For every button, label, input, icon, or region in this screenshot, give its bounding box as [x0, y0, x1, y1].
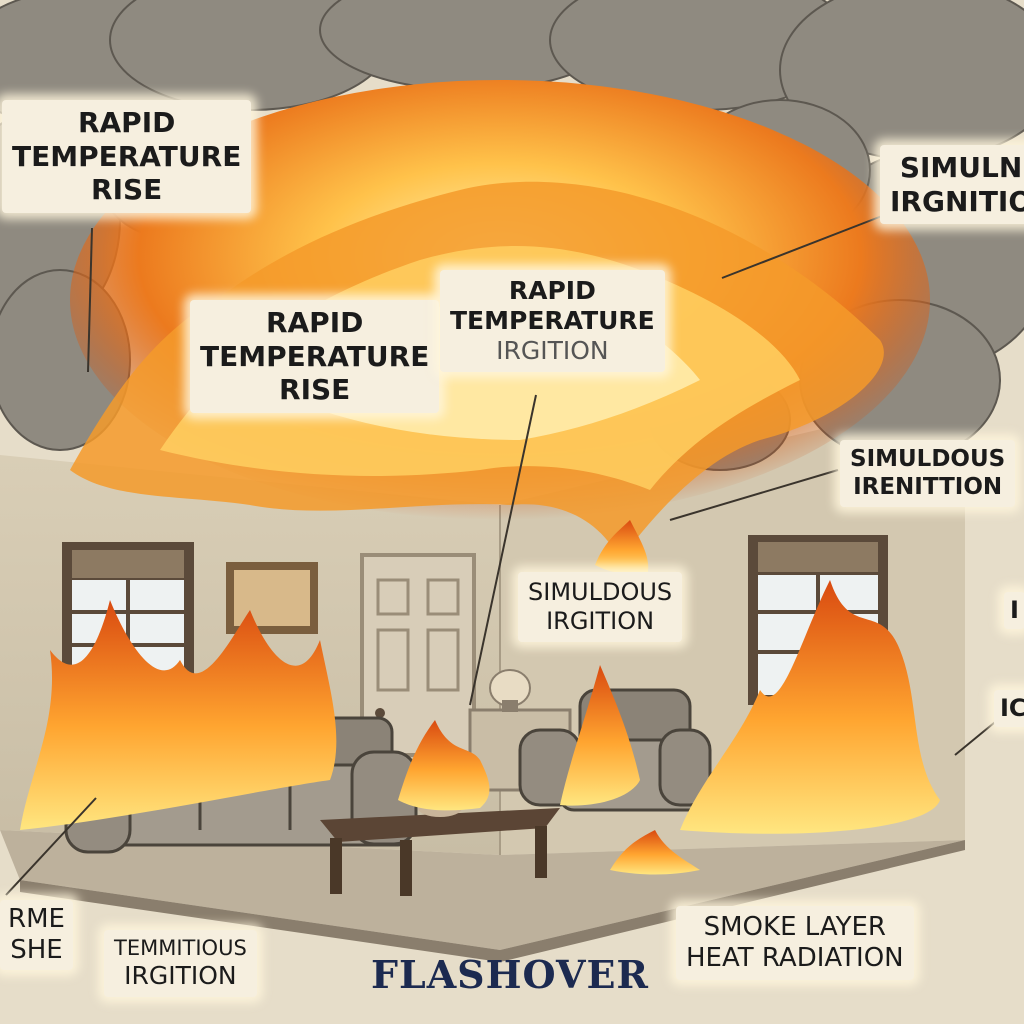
label-bottom-right-line2: HEAT RADIATION [686, 943, 904, 974]
label-edge-right-b-text: IC [1000, 694, 1024, 722]
wall-picture [226, 562, 318, 634]
label-center-left-line1: RAPID [265, 306, 364, 339]
label-bottom-left-line2: IRGITION [124, 961, 237, 991]
label-top-right: SIMULN IRGNITIO [880, 145, 1024, 225]
coffee-table [320, 799, 560, 896]
label-center-mid-line2: IRGITION [546, 606, 655, 635]
label-edge-right-a: I [1004, 592, 1024, 629]
pointer-lines [5, 215, 1001, 896]
label-mid-right-line1: SIMULDOUS [850, 446, 1006, 472]
label-center-right-line1: RAPID [508, 276, 596, 305]
floor [0, 830, 965, 950]
label-center-left-line2: TEMPERATURE [200, 339, 430, 373]
label-center-left: RAPID TEMPERATURE RISE [190, 300, 440, 413]
label-top-left-line1: RAPID [77, 106, 176, 139]
label-bottom-right: SMOKE LAYER HEAT RADIATION [676, 906, 914, 981]
label-top-right-line2: IRGNITIO [890, 184, 1024, 218]
label-bottom-left-partial-line1: RME [8, 904, 65, 934]
label-edge-right-b: IC [994, 690, 1024, 727]
label-center-right: RAPID TEMPERATURE IRGITION [440, 270, 665, 372]
label-mid-right: SIMULDOUS IRENITTION [840, 440, 1016, 508]
label-bottom-left-partial-line2: SHE [10, 935, 63, 966]
label-center-left-line3: RISE [279, 373, 351, 407]
label-center-mid-line1: SIMULDOUS [528, 578, 673, 606]
label-top-left-line2: TEMPERATURE [12, 139, 242, 173]
label-top-left-line3: RISE [91, 173, 163, 207]
diagram-title: FLASHOVER [371, 952, 649, 997]
label-mid-right-line2: IRENITTION [853, 473, 1003, 500]
label-top-right-line1: SIMULN [899, 151, 1023, 184]
label-edge-right-a-text: I [1010, 596, 1019, 624]
label-center-right-line2: TEMPERATURE [450, 306, 655, 335]
label-top-left: RAPID TEMPERATURE RISE [2, 100, 252, 213]
label-bottom-left-partial: RME SHE [0, 900, 73, 971]
label-bottom-left-line1: TEMMITIOUS [114, 936, 247, 960]
label-center-right-line3: IRGITION [496, 336, 609, 365]
label-bottom-right-line1: SMOKE LAYER [703, 912, 886, 942]
label-bottom-left: TEMMITIOUS IRGITION [104, 930, 257, 998]
label-center-mid: SIMULDOUS IRGITION [518, 572, 683, 642]
room-fires [20, 520, 940, 875]
